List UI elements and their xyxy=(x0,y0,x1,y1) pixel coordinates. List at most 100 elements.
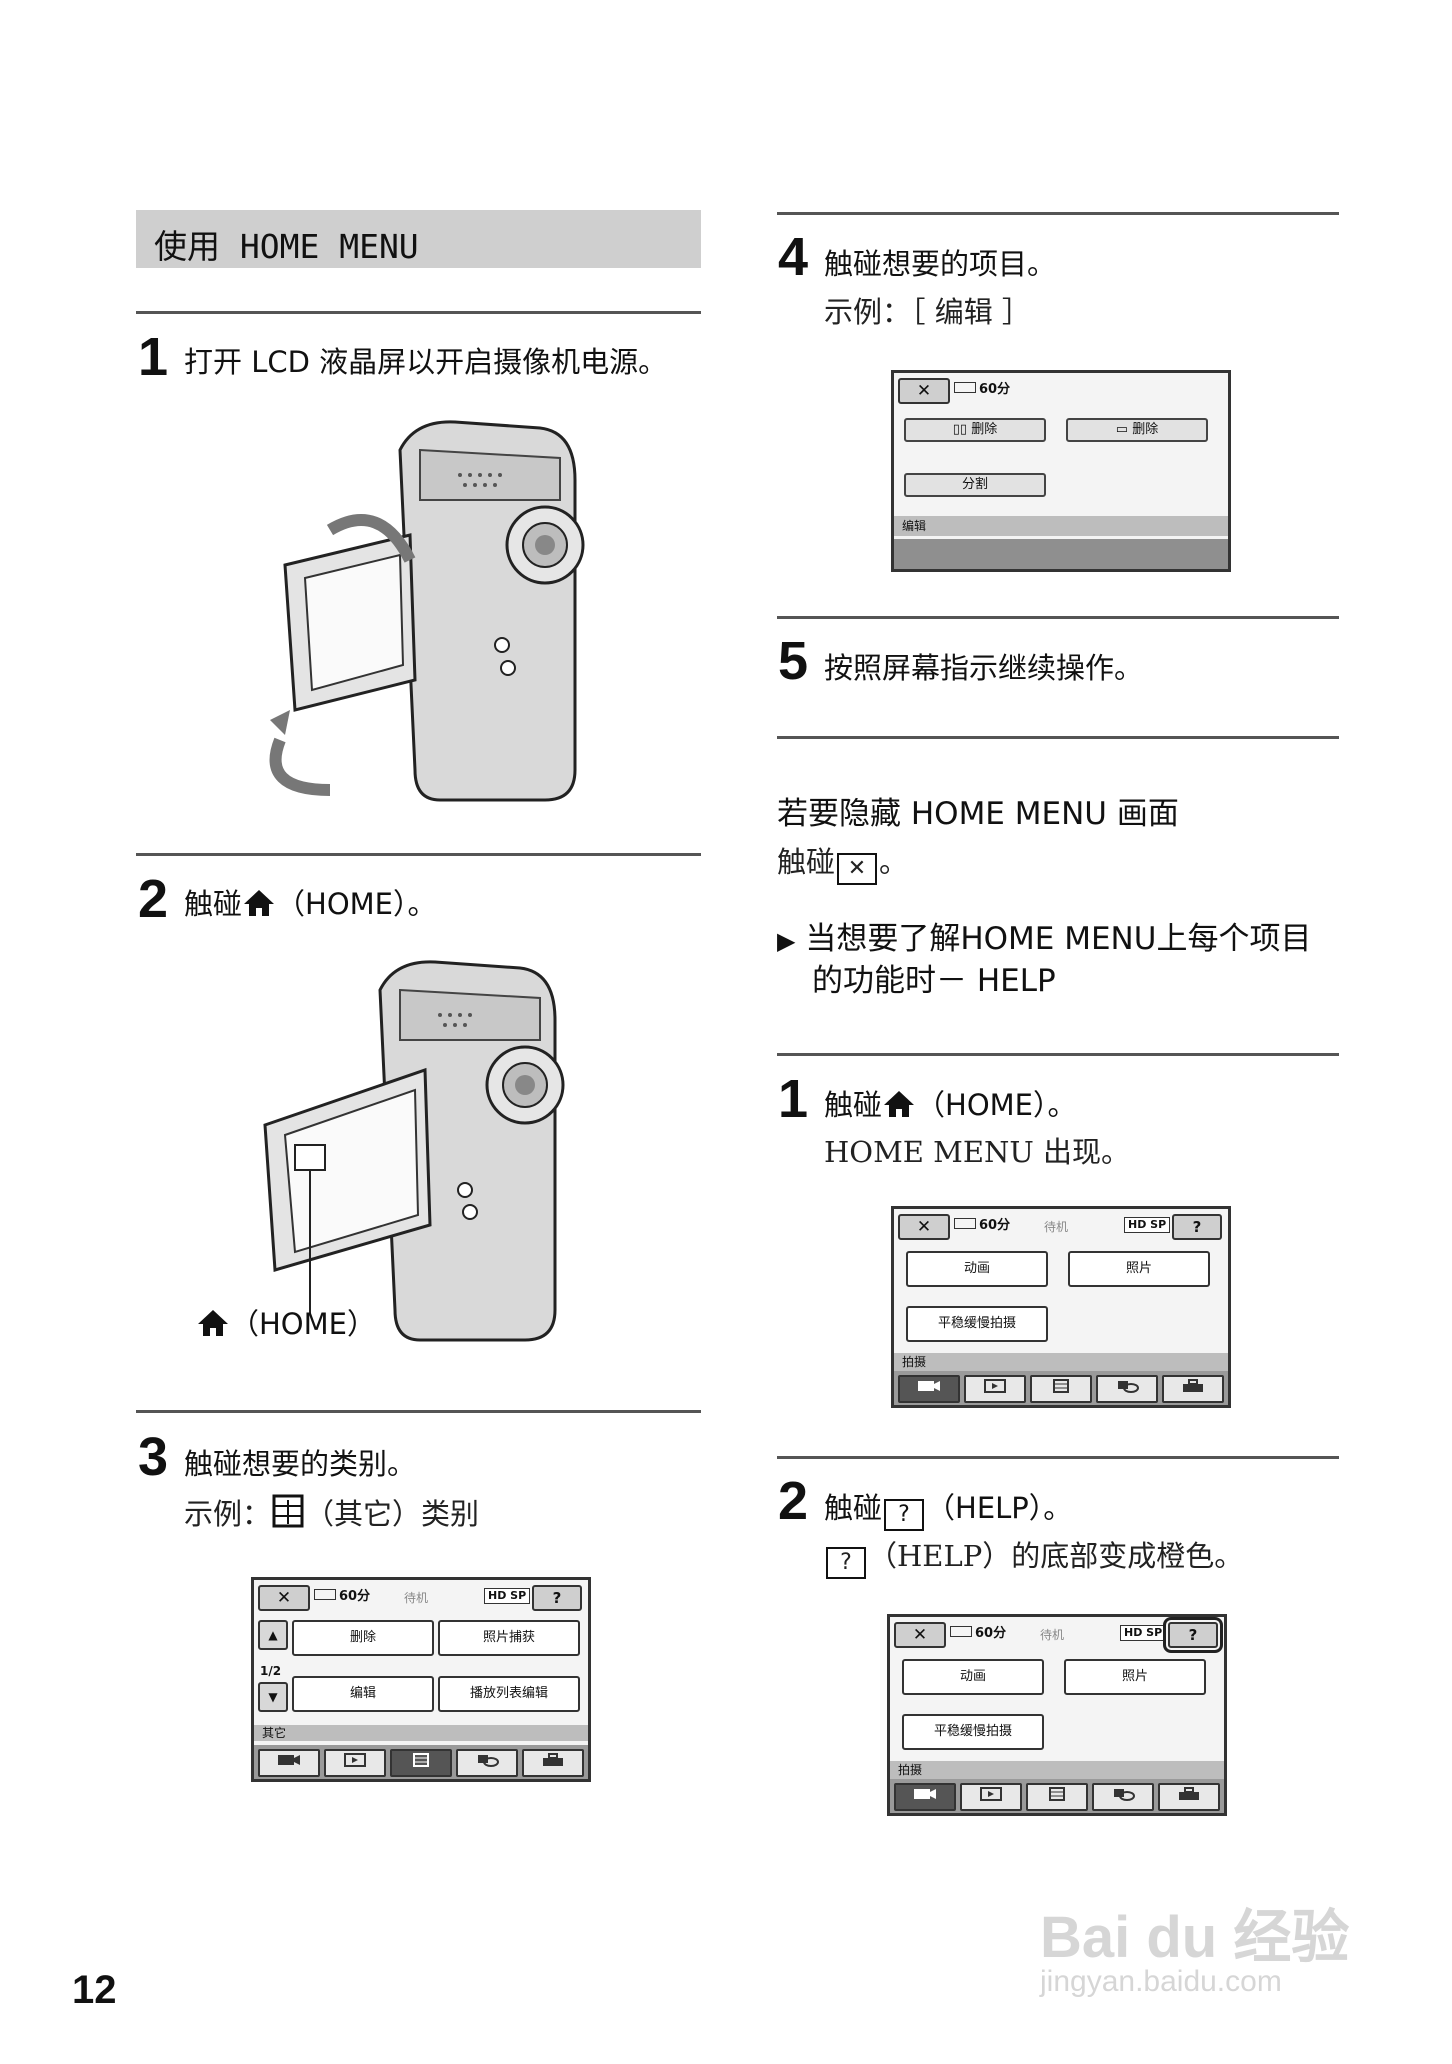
close-button[interactable]: ✕ xyxy=(258,1585,310,1611)
category-tabs xyxy=(894,1371,1228,1405)
hide-menu-text: 触碰✕。 xyxy=(777,844,908,885)
battery-value: 60分 xyxy=(979,382,1011,397)
tab-playback[interactable] xyxy=(960,1783,1022,1811)
category-bar: 拍摄 xyxy=(890,1761,1224,1779)
divider xyxy=(136,853,701,856)
help-button[interactable]: ? xyxy=(1172,1214,1222,1240)
photo-icon: ▭ xyxy=(1115,422,1133,437)
camcorder-open-lcd-illustration xyxy=(269,420,585,802)
tab-settings[interactable] xyxy=(1158,1783,1220,1811)
scroll-down-button[interactable]: ▼ xyxy=(258,1682,288,1712)
home-icon xyxy=(244,890,275,916)
movie-button[interactable]: 动画 xyxy=(906,1251,1048,1287)
close-button[interactable]: ✕ xyxy=(898,1214,950,1240)
divider xyxy=(777,212,1339,215)
tab-camera[interactable] xyxy=(258,1749,320,1777)
tab-playback[interactable] xyxy=(964,1375,1026,1403)
step-number: 1 xyxy=(778,1069,809,1129)
step-text: 触碰想要的类别。 xyxy=(184,1447,417,1481)
category-bar: 拍摄 xyxy=(894,1353,1228,1371)
screen-status-bar: ✕ 60分 待机 HD SP ? xyxy=(894,1209,1228,1243)
tab-other[interactable] xyxy=(390,1749,452,1777)
battery-icon xyxy=(950,1626,972,1637)
step-text: 触碰?（HELP）。 xyxy=(824,1490,1072,1531)
delete-button[interactable]: 删除 xyxy=(292,1620,434,1656)
close-button[interactable]: ✕ xyxy=(898,378,950,404)
hide-text-b: 。 xyxy=(879,845,909,879)
tab-settings[interactable] xyxy=(522,1749,584,1777)
step-sub: ?（HELP）的底部变成橙色。 xyxy=(824,1538,1243,1579)
hd-sp-badge: HD SP xyxy=(484,1588,531,1604)
step-text: 触碰（HOME）。 xyxy=(824,1087,1077,1123)
standby-label: 待机 xyxy=(1044,1220,1069,1234)
scroll-up-button[interactable]: ▲ xyxy=(258,1620,288,1650)
category-tabs xyxy=(254,1745,588,1779)
lcd-screen-home: ✕ 60分 待机 HD SP ? 动画 照片 平稳缓慢拍摄 拍摄 xyxy=(891,1206,1231,1408)
step-number: 4 xyxy=(778,227,809,287)
step-number: 1 xyxy=(138,327,169,387)
step-sub: HOME MENU 出现。 xyxy=(824,1135,1131,1169)
toolbox-icon xyxy=(1179,1787,1199,1800)
photo-capture-button[interactable]: 照片捕获 xyxy=(438,1620,580,1656)
toolbox-icon xyxy=(1183,1379,1203,1392)
tab-disc[interactable] xyxy=(456,1749,518,1777)
step-text-a: 触碰 xyxy=(824,1491,883,1525)
battery-indicator: 60分 xyxy=(954,1216,1010,1236)
baidu-watermark-url: jingyan.baidu.com xyxy=(1040,1965,1282,1998)
battery-icon xyxy=(954,382,976,393)
divide-button[interactable]: 分割 xyxy=(904,473,1046,497)
battery-value: 60分 xyxy=(975,1626,1007,1641)
standby-label: 待机 xyxy=(404,1591,429,1605)
tab-other[interactable] xyxy=(1030,1375,1092,1403)
tab-disc[interactable] xyxy=(1096,1375,1158,1403)
step-example: 示例：（其它）类别 xyxy=(184,1494,479,1532)
baidu-watermark: Bai du 经验 xyxy=(1040,1905,1350,1970)
step-example: 示例：［ 编辑 ］ xyxy=(824,295,1031,329)
step-text: 按照屏幕指示继续操作。 xyxy=(824,651,1144,685)
photo-button[interactable]: 照片 xyxy=(1068,1251,1210,1287)
help-button[interactable]: ? xyxy=(532,1585,582,1611)
lcd-screen-help: ✕ 60分 待机 HD SP ? 动画 照片 平稳缓慢拍摄 拍摄 xyxy=(887,1614,1227,1816)
standby-label: 待机 xyxy=(1040,1628,1065,1642)
battery-value: 60分 xyxy=(979,1218,1011,1233)
battery-indicator: 60分 xyxy=(954,380,1010,400)
smooth-slow-rec-button[interactable]: 平稳缓慢拍摄 xyxy=(906,1306,1048,1342)
hide-menu-heading: 若要隐藏 HOME MENU 画面 xyxy=(777,796,1179,832)
lcd-screen-edit: ✕ 60分 ▯▯ 删除 ▭ 删除 分割 编辑 xyxy=(891,370,1231,572)
button-label: 删除 xyxy=(1132,422,1159,437)
tab-camera[interactable] xyxy=(898,1375,960,1403)
photo-button[interactable]: 照片 xyxy=(1064,1659,1206,1695)
help-button-highlighted[interactable]: ? xyxy=(1163,1617,1223,1653)
camera-icon xyxy=(278,1755,300,1765)
smooth-slow-rec-button[interactable]: 平稳缓慢拍摄 xyxy=(902,1714,1044,1750)
play-icon xyxy=(980,1787,1002,1801)
disc-icon xyxy=(478,1755,499,1767)
tab-disc[interactable] xyxy=(1092,1783,1154,1811)
step-text: 触碰（HOME）。 xyxy=(184,886,437,922)
battery-indicator: 60分 xyxy=(314,1587,370,1607)
hd-sp-badge: HD SP xyxy=(1120,1625,1167,1641)
close-button[interactable]: ✕ xyxy=(894,1622,946,1648)
movie-button[interactable]: 动画 xyxy=(902,1659,1044,1695)
camera-icon xyxy=(914,1789,936,1799)
tab-camera[interactable] xyxy=(894,1783,956,1811)
tab-other[interactable] xyxy=(1026,1783,1088,1811)
disc-icon xyxy=(1114,1789,1135,1801)
home-icon xyxy=(884,1091,915,1117)
screen-status-bar: ✕ 60分 xyxy=(894,373,1228,407)
delete-movie-button[interactable]: ▯▯ 删除 xyxy=(904,418,1046,442)
playlist-edit-button[interactable]: 播放列表编辑 xyxy=(438,1676,580,1712)
edit-button[interactable]: 编辑 xyxy=(292,1676,434,1712)
tab-playback[interactable] xyxy=(324,1749,386,1777)
film-icon: ▯▯ xyxy=(952,422,972,437)
step-number: 2 xyxy=(778,1471,809,1531)
step-text-b: （HOME）。 xyxy=(276,887,437,921)
screen-status-bar: ✕ 60分 待机 HD SP ? xyxy=(254,1580,588,1614)
battery-icon xyxy=(314,1589,336,1600)
tab-settings[interactable] xyxy=(1162,1375,1224,1403)
battery-indicator: 60分 xyxy=(950,1624,1006,1644)
category-tabs xyxy=(890,1779,1224,1813)
delete-photo-button[interactable]: ▭ 删除 xyxy=(1066,418,1208,442)
triangle-marker-icon: ▶ xyxy=(777,927,796,955)
category-bar: 编辑 xyxy=(894,516,1228,536)
